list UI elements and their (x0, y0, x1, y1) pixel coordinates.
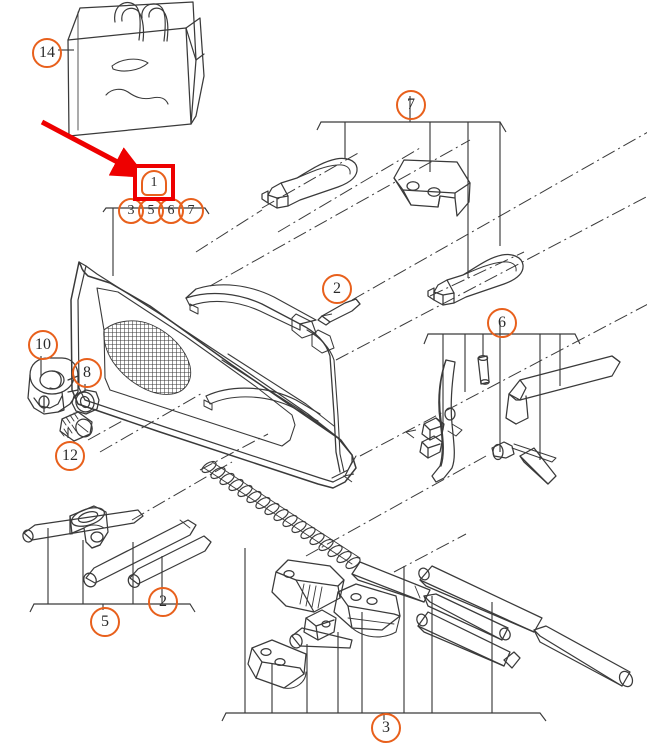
callout-7-group[interactable]: 7 (396, 90, 426, 120)
callout-2-rods[interactable]: 2 (148, 587, 178, 617)
red-annotation-arrow (40, 119, 148, 178)
callout-6-group[interactable]: 6 (487, 308, 517, 338)
part-tube-long-lower (416, 611, 521, 669)
part-tube-telescoping-2 (418, 565, 634, 688)
part-latch-handle-front (261, 157, 358, 209)
part-pivot-block (69, 505, 109, 549)
part-bow-levers (419, 354, 621, 485)
part-hinge-clamp (27, 357, 79, 415)
callout-1-highlighted[interactable]: 1 (141, 170, 167, 196)
assembly-axis-lines (87, 131, 647, 573)
callout-14[interactable]: 14 (32, 38, 62, 68)
part-rod-long-1 (83, 519, 197, 588)
callout-5-group[interactable]: 5 (90, 607, 120, 637)
part-rod-small (22, 509, 144, 543)
callout-7-sub[interactable]: 7 (178, 198, 204, 224)
part-washer-spacer (71, 389, 100, 415)
callout-3-group[interactable]: 3 (371, 713, 401, 743)
assembly-arrow-marks (320, 313, 417, 483)
callout-2-frame[interactable]: 2 (322, 274, 352, 304)
part-pin-with-head (289, 627, 353, 649)
callout-8[interactable]: 8 (72, 358, 102, 388)
part-clip-small (303, 609, 337, 641)
part-mount-plate-lower (247, 639, 307, 689)
callout-10[interactable]: 10 (28, 330, 58, 360)
part-screw-bolt (59, 411, 93, 442)
part-top-frame-assembly (70, 261, 357, 489)
callout-12[interactable]: 12 (55, 441, 85, 471)
callout-leader-lines (29, 49, 581, 722)
part-coil-spring (201, 460, 361, 570)
part-rod-long-2 (127, 535, 212, 588)
part-latch-base (333, 583, 401, 638)
part-tube-telescoping-1 (351, 561, 511, 641)
